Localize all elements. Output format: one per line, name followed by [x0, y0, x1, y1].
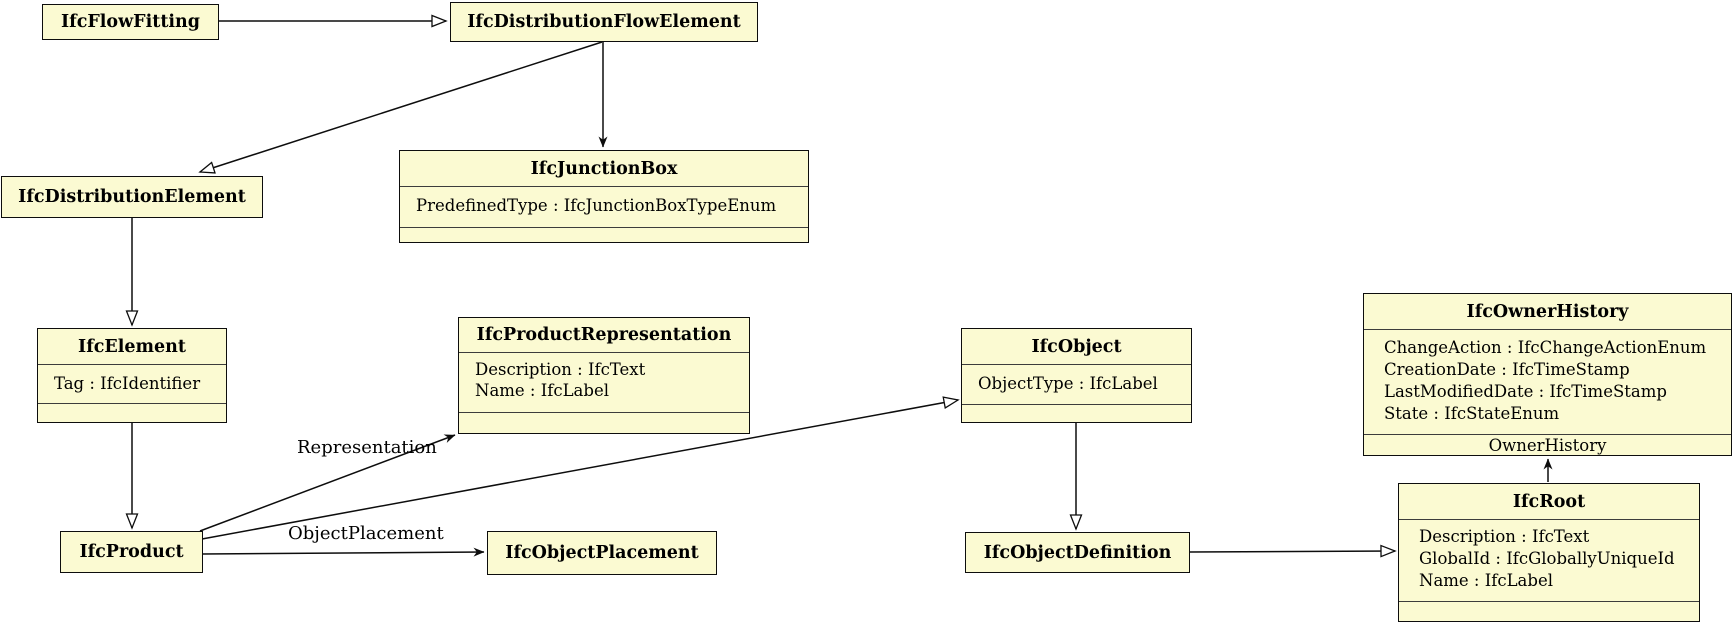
class-ifcobjectplacement: IfcObjectPlacement	[487, 531, 717, 575]
class-ifcdistributionflowelement: IfcDistributionFlowElement	[450, 2, 758, 42]
class-ifcroot: IfcRoot Description : IfcText GlobalId :…	[1398, 483, 1700, 622]
class-ifcproduct: IfcProduct	[60, 531, 203, 573]
class-attribute: Description : IfcText	[1419, 527, 1590, 546]
edge-association-objectplacement	[201, 547, 485, 557]
edge-label-representation: Representation	[297, 437, 437, 458]
class-title: IfcProductRepresentation	[476, 325, 732, 345]
class-attributes: Description : IfcText Name : IfcLabel	[459, 352, 749, 412]
class-title: IfcOwnerHistory	[1466, 301, 1629, 322]
class-attribute: Tag : IfcIdentifier	[54, 374, 201, 393]
class-title: IfcFlowFitting	[60, 12, 201, 32]
class-attribute: Description : IfcText	[475, 360, 646, 379]
class-attributes: ChangeAction : IfcChangeActionEnum Creat…	[1364, 329, 1731, 434]
edge-generalization-objectdefinition-to-root	[1189, 544, 1397, 558]
class-title: IfcJunctionBox	[530, 158, 678, 179]
class-attribute: ChangeAction : IfcChangeActionEnum	[1384, 338, 1707, 357]
class-ifcproductrepresentation: IfcProductRepresentation Description : I…	[458, 317, 750, 434]
class-title: IfcObjectDefinition	[983, 542, 1172, 563]
class-attribute: GlobalId : IfcGloballyUniqueId	[1419, 549, 1675, 568]
class-attribute: ObjectType : IfcLabel	[978, 374, 1158, 393]
class-attribute: Name : IfcLabel	[475, 381, 609, 400]
class-footer-empty	[400, 227, 808, 242]
class-footer-empty	[38, 403, 226, 422]
class-title: IfcElement	[78, 336, 186, 357]
class-title: IfcObject	[1031, 336, 1122, 357]
class-attribute: LastModifiedDate : IfcTimeStamp	[1384, 382, 1667, 401]
class-title: IfcRoot	[1512, 491, 1586, 512]
class-attribute: Name : IfcLabel	[1419, 571, 1553, 590]
class-attribute: State : IfcStateEnum	[1384, 404, 1560, 423]
class-ifcownerhistory: IfcOwnerHistory ChangeAction : IfcChange…	[1363, 293, 1732, 456]
class-title: IfcProduct	[79, 542, 184, 562]
class-ifcflowfitting: IfcFlowFitting	[42, 4, 219, 40]
class-footer-empty	[459, 412, 749, 433]
class-attributes: ObjectType : IfcLabel	[962, 364, 1191, 404]
class-title: IfcDistributionFlowElement	[467, 12, 741, 32]
class-ifcjunctionbox: IfcJunctionBox PredefinedType : IfcJunct…	[399, 150, 809, 243]
class-title: IfcObjectPlacement	[505, 543, 699, 563]
class-footer: OwnerHistory	[1364, 434, 1731, 455]
class-ifcobjectdefinition: IfcObjectDefinition	[965, 532, 1190, 573]
class-attribute: PredefinedType : IfcJunctionBoxTypeEnum	[416, 196, 777, 215]
class-attributes: Tag : IfcIdentifier	[38, 364, 226, 403]
class-ifcobject: IfcObject ObjectType : IfcLabel	[961, 328, 1192, 423]
edge-label-ownerhistory: OwnerHistory	[1488, 435, 1607, 455]
edge-label-objectplacement: ObjectPlacement	[288, 523, 444, 544]
class-ifcelement: IfcElement Tag : IfcIdentifier	[37, 328, 227, 423]
class-title: IfcDistributionElement	[18, 187, 246, 207]
class-ifcdistributionelement: IfcDistributionElement	[1, 176, 263, 218]
class-attributes: Description : IfcText GlobalId : IfcGlob…	[1399, 519, 1699, 601]
class-footer-empty	[962, 404, 1191, 422]
class-footer-empty	[1399, 601, 1699, 621]
class-attribute: CreationDate : IfcTimeStamp	[1384, 360, 1630, 379]
class-attributes: PredefinedType : IfcJunctionBoxTypeEnum	[400, 186, 808, 227]
